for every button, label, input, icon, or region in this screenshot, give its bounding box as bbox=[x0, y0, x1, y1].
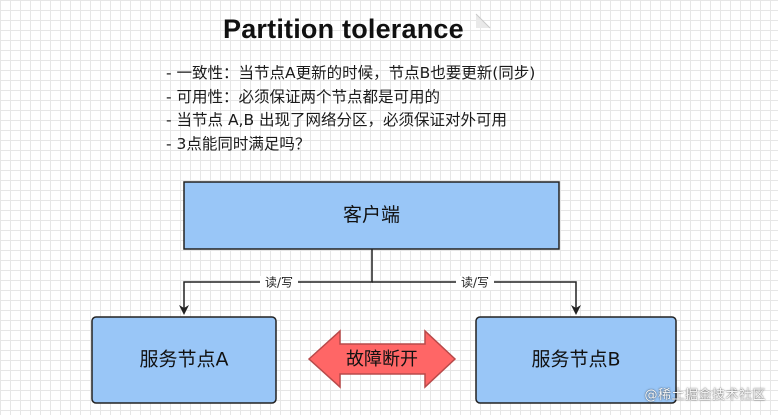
fault-label: 故障断开 bbox=[346, 349, 418, 370]
node-b-box bbox=[475, 316, 677, 404]
edge-to-node-b bbox=[372, 281, 581, 315]
bullet-availability: - 可用性：必须保证两个节点都是可用的 bbox=[166, 87, 441, 106]
client-label: 客户端 bbox=[343, 204, 400, 226]
node-a-label: 服务节点A bbox=[140, 349, 229, 371]
edge-left-label: 读/写 bbox=[265, 276, 293, 290]
client-box bbox=[183, 181, 560, 250]
node-b-label: 服务节点B bbox=[531, 349, 620, 371]
bullet-list: - 一致性：当节点A更新的时候，节点B也要更新(同步) - 可用性：必须保证两个… bbox=[166, 62, 535, 156]
bullet-consistency: - 一致性：当节点A更新的时候，节点B也要更新(同步) bbox=[166, 64, 536, 82]
bullet-partition: - 当节点 A,B 出现了网络分区，必须保证对外可用 bbox=[166, 111, 508, 129]
node-a-box bbox=[91, 316, 277, 404]
page-corner-icon bbox=[475, 13, 491, 29]
bullet-question: - 3点能同时满足吗？ bbox=[166, 134, 311, 153]
watermark: @稀土掘金技术社区 bbox=[644, 388, 766, 403]
page-title: Partition tolerance bbox=[223, 14, 464, 44]
fault-double-arrow bbox=[307, 329, 457, 389]
edge-right-label: 读/写 bbox=[461, 276, 489, 290]
